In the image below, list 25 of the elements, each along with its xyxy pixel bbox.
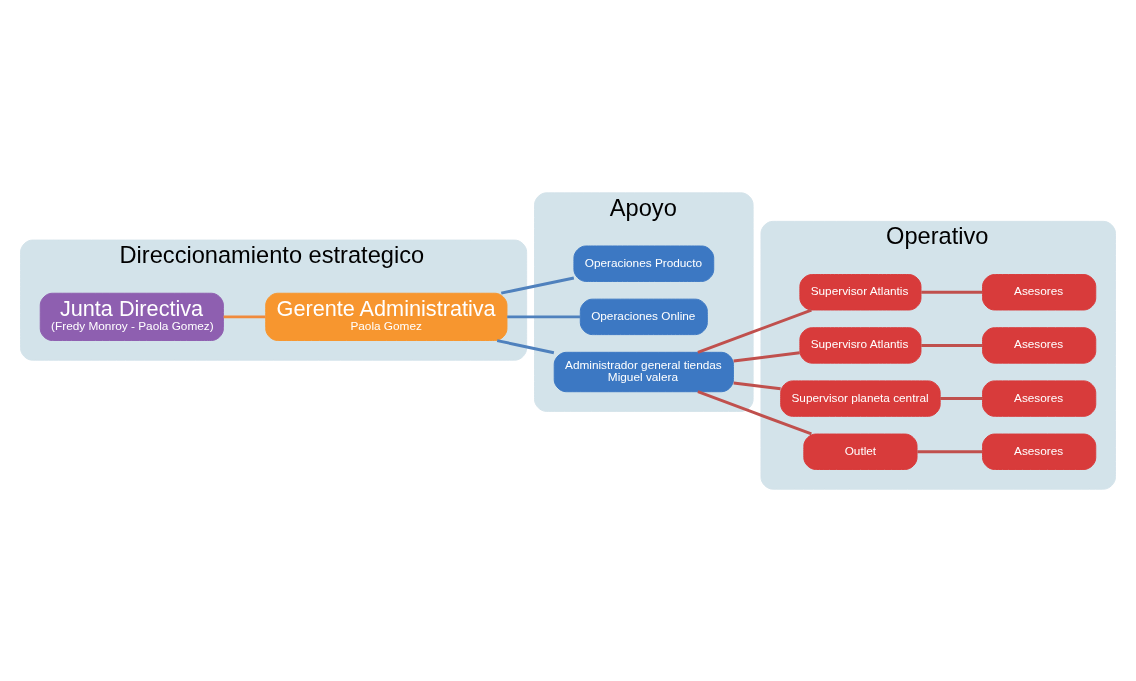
- node-box: Junta Directiva (Fredy Monroy - Paola Gomez): [39, 292, 224, 341]
- node-box: Asesores: [982, 379, 1097, 417]
- node-box: Asesores: [982, 326, 1097, 364]
- node-box: Supervisor planeta central: [780, 379, 941, 417]
- node-box: Operaciones Producto: [573, 245, 715, 282]
- connector: [921, 343, 983, 347]
- connector: [500, 276, 575, 295]
- node-box: Supervisro Atlantis: [799, 326, 922, 364]
- node-box: Asesores: [982, 273, 1097, 310]
- connector: [940, 396, 983, 400]
- connector: [507, 314, 580, 318]
- node-box: Gerente Administrativa Paola Gomez: [265, 292, 508, 341]
- connector: [917, 449, 983, 453]
- connector: [921, 290, 983, 294]
- node-box: Asesores: [982, 433, 1097, 470]
- node-box: Outlet: [803, 433, 918, 470]
- connector: [223, 314, 266, 318]
- node-box: Operaciones Online: [579, 298, 708, 335]
- connector: [733, 381, 781, 390]
- connector: [697, 308, 812, 354]
- connector: [697, 389, 812, 435]
- connector: [496, 338, 555, 354]
- connector: [733, 350, 800, 362]
- node-box: Administrador general tiendas Miguel valera: [553, 351, 734, 392]
- node-box: Supervisor Atlantis: [799, 273, 922, 310]
